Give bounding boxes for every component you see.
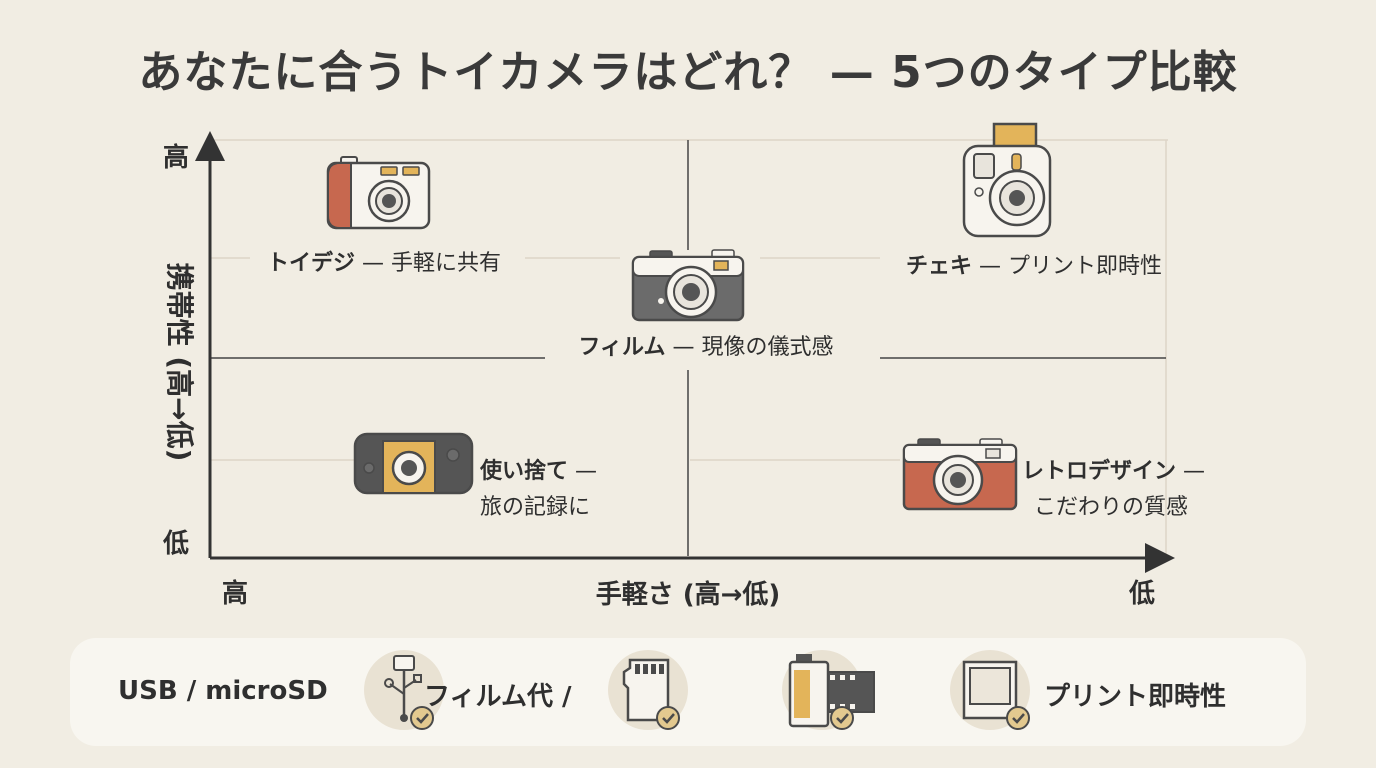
film-roll-check-icon [782,650,875,730]
print-frame-check-icon [950,650,1030,730]
grid-lines [210,139,1168,558]
label-disposable-line2: 旅の記録に [480,495,590,520]
feature-bar: USB / microSD フィルム代 / [70,638,1306,746]
usb-check-icon [364,650,444,730]
usb-microsd-label: USB / microSD [118,676,328,706]
x-axis-low-label: 低 [1128,579,1155,609]
label-retro-line1: レトロデザイン — [1022,458,1205,484]
disposable-camera-icon [353,432,474,495]
label-instant: チェキ — プリント即時性 [906,254,1162,279]
retro-camera-icon [902,438,1018,511]
film-camera-icon [631,249,745,322]
x-axis-title: 手軽さ (高→低) [596,579,781,610]
sd-card-check-icon [608,650,688,730]
label-disposable-line1: 使い捨て — [479,458,597,484]
label-retro-line2: こだわりの質感 [1034,495,1188,520]
film-cost-label: フィルム代 / [424,682,572,712]
x-axis-high-label: 高 [222,578,248,609]
instant-camera-icon [962,122,1052,238]
y-axis-high-label: 高 [163,142,189,173]
comparison-chart: 高 低 携帯性 (高→低) 高 低 手軽さ (高→低) [162,122,1205,610]
y-axis-title: 携帯性 (高→低) [163,263,196,462]
page-title: あなたに合うトイカメラはどれ？ — 5つのタイプ比較 [138,47,1238,98]
toy-digital-camera-icon [326,156,431,230]
print-instant-label: プリント即時性 [1044,682,1227,712]
y-axis-low-label: 低 [162,529,189,559]
label-film: フィルム — 現像の儀式感 [578,335,833,360]
label-toy-digital: トイデジ — 手軽に共有 [267,250,501,276]
